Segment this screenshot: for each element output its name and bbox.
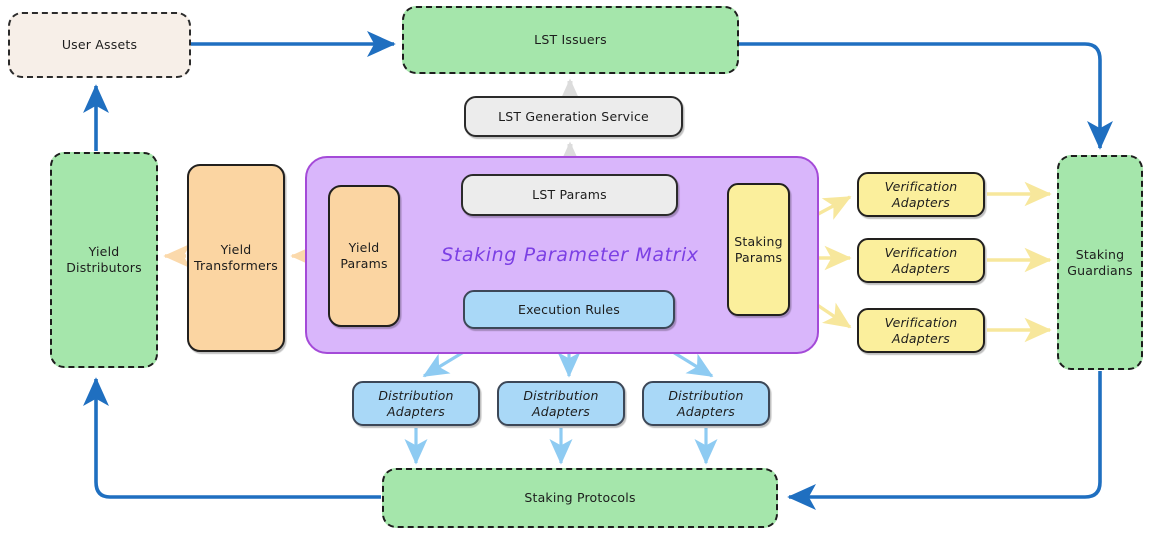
node-distribution-adapters-2-label-line1: Distribution (523, 387, 599, 403)
node-distribution-adapters-3-label-line1: Distribution (668, 387, 744, 403)
node-distribution-adapters-1-label-line2: Adapters (387, 403, 445, 419)
node-yield-distributors[interactable]: Yield Distributors (50, 152, 158, 368)
node-lst-params[interactable]: LST Params (461, 174, 678, 216)
node-distribution-adapters-2[interactable]: Distribution Adapters (497, 381, 625, 426)
label-staking-parameter-matrix: Staking Parameter Matrix (420, 236, 720, 276)
node-distribution-adapters-1-label-line1: Distribution (378, 387, 454, 403)
node-verification-adapters-2-label-line2: Adapters (892, 260, 950, 276)
node-verification-adapters-3-label-line2: Adapters (892, 330, 950, 346)
node-distribution-adapters-1[interactable]: Distribution Adapters (352, 381, 480, 426)
node-user-assets[interactable]: User Assets (8, 12, 191, 78)
node-lst-params-label: LST Params (532, 187, 607, 203)
node-yield-transformers-label-line2: Transformers (194, 258, 278, 273)
edge-lst-issuers-to-staking-guardians (739, 42, 1113, 150)
edge-staking-guardians-to-staking-protocols (787, 371, 1102, 510)
node-staking-guardians-label-line2: Guardians (1067, 262, 1133, 278)
staking-parameter-matrix-title: Staking Parameter Matrix (441, 244, 699, 267)
node-lst-generation-service-label: LST Generation Service (498, 108, 649, 124)
node-yield-params[interactable]: Yield Params (328, 185, 400, 327)
node-lst-issuers[interactable]: LST Issuers (402, 6, 739, 74)
node-verification-adapters-3[interactable]: Verification Adapters (857, 308, 985, 353)
node-verification-adapters-3-label-line1: Verification (884, 314, 958, 330)
node-yield-params-label-line1: Yield (348, 240, 380, 256)
node-execution-rules-label: Execution Rules (517, 301, 621, 317)
node-distribution-adapters-2-label-line2: Adapters (532, 403, 590, 419)
edge-staking-protocols-to-yield-distributors (83, 377, 381, 499)
node-staking-params[interactable]: Staking Params (727, 183, 790, 316)
node-verification-adapters-1-label-line2: Adapters (892, 194, 950, 210)
node-yield-distributors-label-line2: Distributors (66, 260, 142, 275)
node-yield-distributors-label-line1: Yield (88, 244, 120, 260)
node-user-assets-label: User Assets (61, 37, 138, 53)
node-staking-params-label-line2: Params (734, 249, 783, 265)
node-staking-protocols-label: Staking Protocols (524, 490, 636, 506)
node-verification-adapters-1[interactable]: Verification Adapters (857, 172, 985, 217)
node-staking-guardians-label-line1: Staking (1075, 246, 1125, 262)
node-staking-protocols[interactable]: Staking Protocols (382, 468, 778, 528)
node-yield-transformers[interactable]: Yield Transformers (187, 164, 285, 352)
node-verification-adapters-2-label-line1: Verification (884, 244, 958, 260)
node-verification-adapters-2[interactable]: Verification Adapters (857, 238, 985, 283)
node-yield-transformers-label-line1: Yield (220, 242, 252, 258)
node-verification-adapters-1-label-line1: Verification (884, 178, 958, 194)
node-lst-issuers-label: LST Issuers (534, 32, 607, 48)
node-distribution-adapters-3-label-line2: Adapters (677, 403, 735, 419)
node-distribution-adapters-3[interactable]: Distribution Adapters (642, 381, 770, 426)
node-yield-params-label-line2: Params (340, 256, 388, 271)
node-staking-guardians[interactable]: Staking Guardians (1057, 155, 1143, 370)
node-lst-generation-service[interactable]: LST Generation Service (464, 96, 683, 137)
node-execution-rules[interactable]: Execution Rules (463, 290, 675, 329)
node-staking-params-label-line1: Staking (734, 233, 783, 249)
